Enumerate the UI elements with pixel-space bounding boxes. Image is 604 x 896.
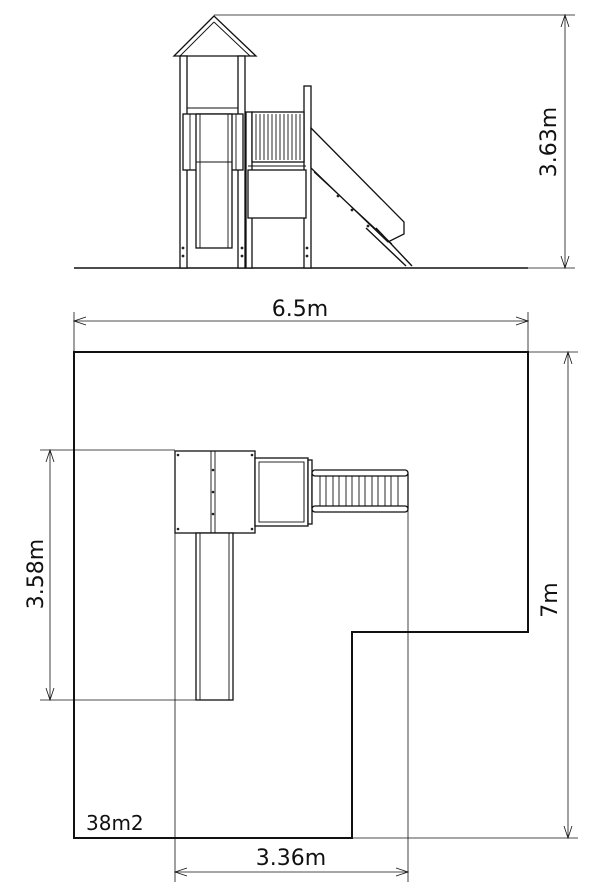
straight-slide-plan [311, 469, 409, 513]
elevation-view: 3.63m [74, 13, 575, 270]
tube-slide-plan [195, 532, 234, 701]
width-label: 6.5m [272, 297, 328, 322]
tower-deck [174, 450, 256, 534]
tube-slide [195, 113, 233, 249]
straight-slide [310, 126, 413, 267]
plan-view: 6.5m 7m 3.58m 3.36m [24, 297, 578, 882]
tower-span-dimension [40, 448, 196, 702]
second-deck [254, 457, 313, 527]
bolt-details [181, 194, 370, 258]
safety-area-outline [73, 351, 529, 839]
tower-roof [172, 15, 258, 57]
tower-span-label: 3.58m [24, 539, 49, 609]
railing-panel [251, 111, 305, 163]
width-dimension [72, 312, 530, 352]
bottom-width-label: 3.36m [256, 846, 326, 871]
area-label: 38m2 [86, 811, 144, 835]
depth-dimension [352, 350, 578, 840]
height-dimension [214, 13, 575, 270]
lower-panel [247, 169, 307, 219]
bottom-width-dimension [173, 508, 410, 882]
height-label: 3.63m [537, 107, 562, 177]
depth-label: 7m [538, 582, 563, 617]
